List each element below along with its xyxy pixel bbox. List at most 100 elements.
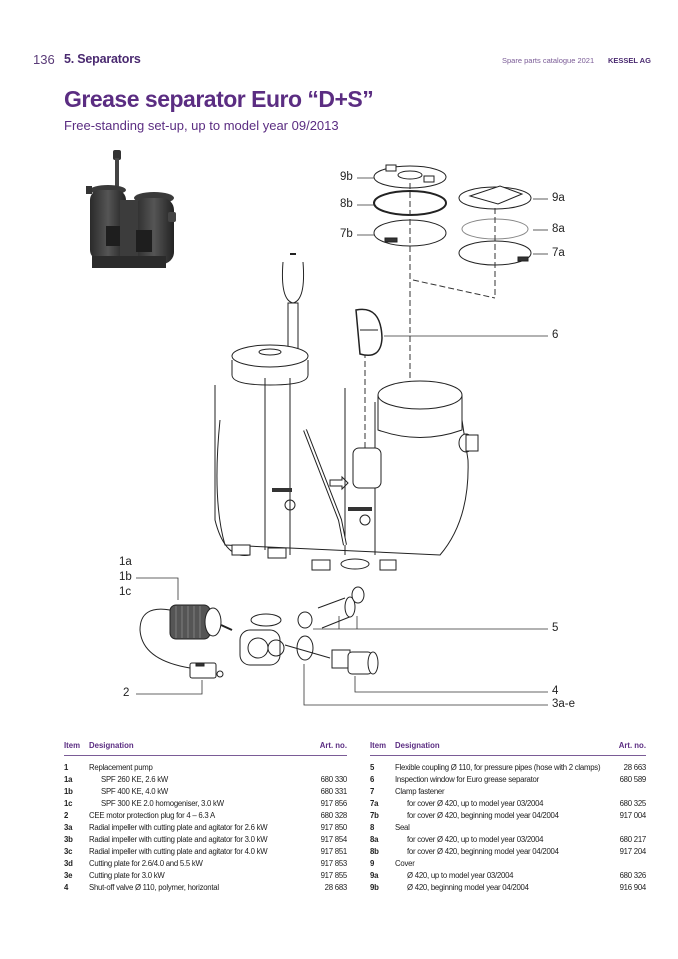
item-cell: 8a — [370, 835, 379, 845]
item-cell: 9 — [370, 859, 375, 869]
riser-pipe — [282, 253, 304, 354]
item-cell: 5 — [370, 762, 375, 772]
art-no-cell: 917 856 — [320, 798, 348, 808]
item-cell: 3c — [64, 847, 73, 857]
item-cell: 3a — [64, 823, 73, 833]
flexible-coupling-5 — [297, 586, 365, 629]
callout-9b: 9b — [340, 171, 353, 183]
designation-cell: for cover Ø 420, beginning model year 04… — [407, 810, 559, 820]
shut-off-valve-4 — [331, 649, 379, 675]
callout-7b: 7b — [340, 228, 353, 240]
art-no-cell: 680 589 — [619, 774, 647, 784]
item-cell: 7 — [370, 786, 375, 796]
table-row: 7a for cover Ø 420, up to model year 03/2… — [370, 797, 646, 809]
designation-cell: Ø 420, beginning model year 04/2004 — [407, 883, 529, 893]
callout-5: 5 — [552, 622, 559, 634]
tank-body — [214, 344, 479, 571]
column-header-art-no: Art. no. — [612, 741, 646, 756]
item-cell: 8 — [370, 823, 375, 833]
art-no-cell: 917 004 — [619, 810, 647, 820]
designation-cell: Radial impeller with cutting plate and a… — [89, 823, 268, 833]
item-cell: 9a — [370, 871, 379, 881]
table-row: 3a Radial impeller with cutting plate and… — [64, 821, 347, 833]
art-no-cell — [612, 785, 646, 797]
designation-cell: Clamp fastener — [395, 786, 445, 796]
art-no-cell: 680 326 — [619, 871, 647, 881]
art-no-cell: 680 331 — [320, 786, 348, 796]
column-header-designation: Designation — [395, 741, 612, 756]
art-no-cell: 917 851 — [320, 847, 348, 857]
item-cell: 1b — [64, 786, 73, 796]
table-row: 3c Radial impeller with cutting plate and… — [64, 846, 347, 858]
art-no-cell: 917 853 — [320, 859, 348, 869]
item-cell: 2 — [64, 810, 69, 820]
designation-cell: Inspection window for Euro grease separa… — [395, 774, 539, 784]
designation-cell: for cover Ø 420, up to model year 03/200… — [407, 798, 544, 808]
item-cell: 7b — [370, 810, 379, 820]
art-no-cell: 917 850 — [320, 823, 348, 833]
callout-1a: 1a — [119, 556, 132, 568]
designation-cell: Ø 420, up to model year 03/2004 — [407, 871, 514, 881]
cover-9a — [458, 185, 532, 210]
pump-motor-1 — [139, 604, 233, 669]
designation-cell: Seal — [395, 823, 410, 833]
art-no-cell: 680 325 — [619, 798, 647, 808]
designation-cell: Radial impeller with cutting plate and a… — [89, 847, 268, 857]
callout-3a-e: 3a-e — [552, 698, 576, 710]
page-title: Grease separator Euro “D+S” — [64, 86, 374, 112]
motor-plug-2 — [189, 662, 224, 679]
table-row: 7 Clamp fastener — [370, 785, 646, 797]
item-cell: 1 — [64, 762, 69, 772]
art-no-cell: 916 904 — [619, 883, 647, 893]
table-row: 9b Ø 420, beginning model year 04/2004 916… — [370, 882, 646, 894]
item-cell: 3d — [64, 859, 73, 869]
table-row: 9 Cover — [370, 858, 646, 870]
art-no-cell — [612, 858, 646, 870]
column-header-item: Item — [370, 741, 395, 756]
designation-cell: Shut-off valve Ø 110, polymer, horizonta… — [89, 883, 219, 893]
column-header-item: Item — [64, 741, 89, 756]
item-cell: 3e — [64, 871, 73, 881]
cutting-plate-3 — [284, 635, 331, 661]
item-cell: 9b — [370, 883, 379, 893]
art-no-cell: 680 330 — [320, 774, 348, 784]
item-cell: 8b — [370, 847, 379, 857]
section-title: 5. Separators — [64, 52, 141, 66]
art-no-cell: 680 217 — [619, 835, 647, 845]
table-row: 3d Cutting plate for 2.6/4.0 and 5.5 kW 91… — [64, 858, 347, 870]
callout-9a: 9a — [552, 192, 565, 204]
item-cell: 1c — [64, 798, 73, 808]
column-header-art-no: Art. no. — [311, 741, 347, 756]
table-row: 9a Ø 420, up to model year 03/2004 680 326 — [370, 870, 646, 882]
table-row: 1c SPF 300 KE 2.0 homogeniser, 3.0 kW 917 … — [64, 797, 347, 809]
callout-1b: 1b — [119, 571, 132, 583]
designation-cell: Cover — [395, 859, 415, 869]
art-no-cell — [311, 756, 347, 774]
callout-6: 6 — [552, 329, 559, 341]
page-subtitle: Free-standing set-up, up to model year 0… — [64, 118, 339, 133]
art-no-cell: 917 854 — [320, 835, 348, 845]
designation-cell: SPF 260 KE, 2.6 kW — [101, 774, 169, 784]
callout-8b: 8b — [340, 198, 353, 210]
callout-4: 4 — [552, 685, 559, 697]
item-cell: 7a — [370, 798, 379, 808]
designation-cell: Cutting plate for 2.6/4.0 and 5.5 kW — [89, 859, 203, 869]
column-header-designation: Designation — [89, 741, 311, 756]
art-no-cell: 917 204 — [619, 847, 647, 857]
inspection-window-6 — [355, 308, 383, 356]
product-photo — [86, 150, 176, 268]
exploded-diagram — [136, 164, 548, 706]
catalogue-label: Spare parts catalogue 2021 — [502, 56, 595, 65]
designation-cell: SPF 300 KE 2.0 homogeniser, 3.0 kW — [101, 798, 224, 808]
table-row: 7b for cover Ø 420, beginning model year … — [370, 809, 646, 821]
